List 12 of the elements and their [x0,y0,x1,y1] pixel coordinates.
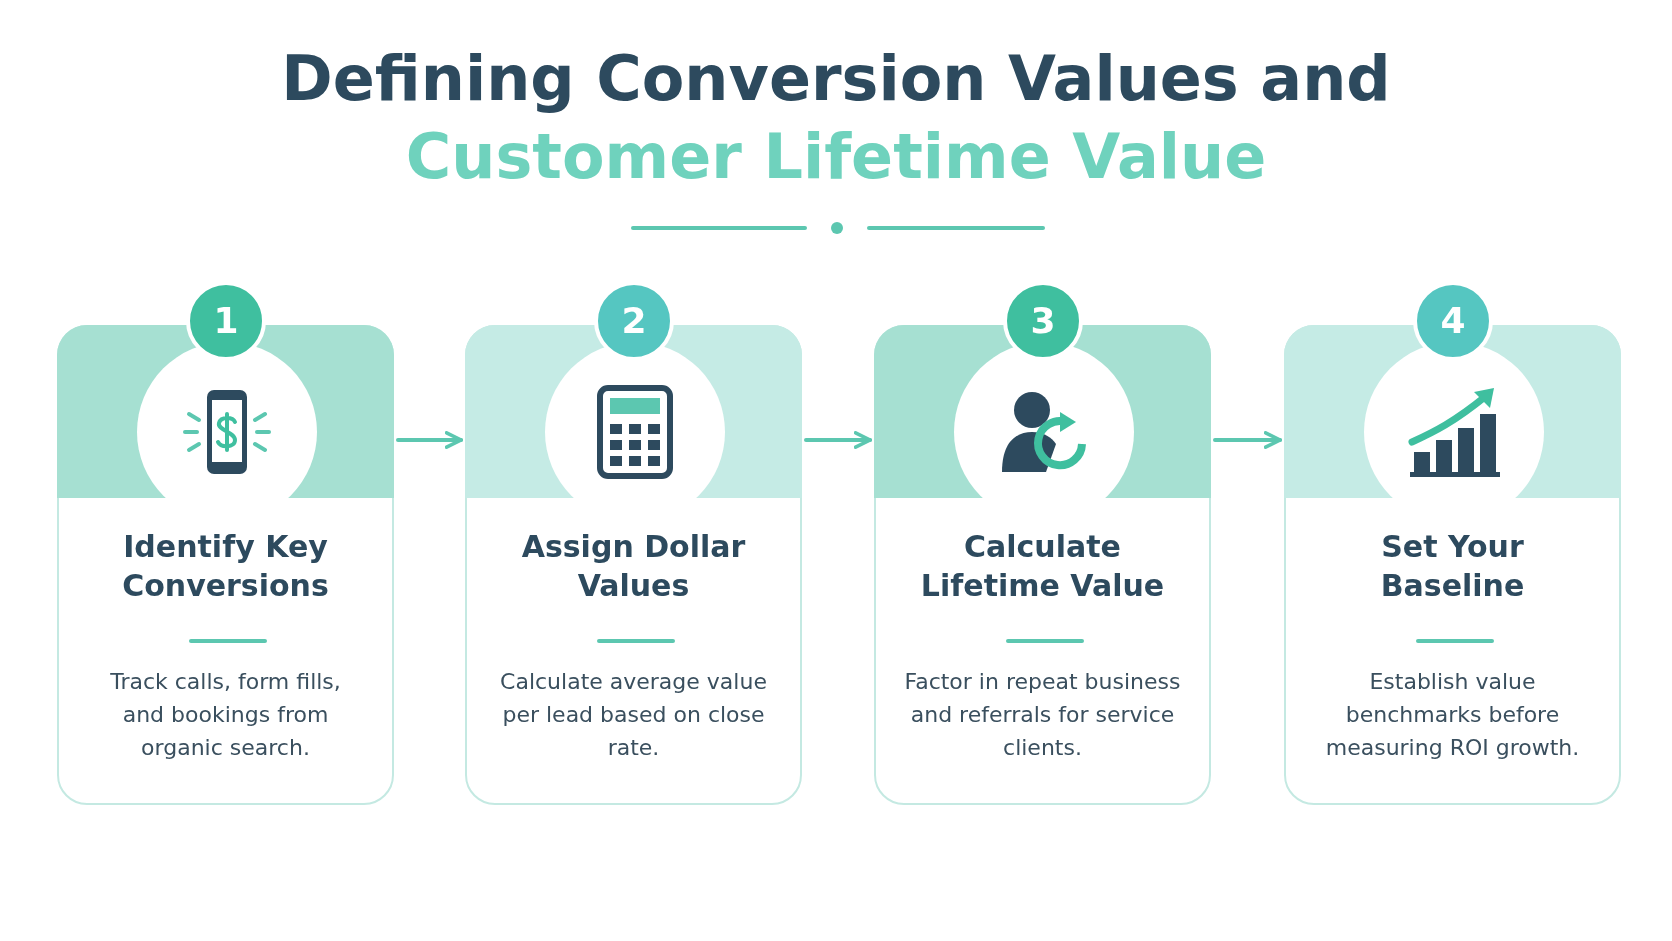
step-description: Factor in repeat business and referrals for service clients. [904,668,1181,762]
step-heading: Identify Key Conversions [121,528,330,605]
arrow [396,431,463,449]
step-description: Establish value benchmarks before measuring ROI growth. [1324,668,1581,762]
title: Defining Conversion Values and Customer Lifetime Value [280,41,1392,195]
step-heading: Set Your Baseline [1379,528,1526,605]
step-heading: Assign Dollar Values [520,528,747,605]
arrow [1213,431,1282,449]
step-description: Calculate average value per lead based on close rate. [499,668,768,762]
step-description: Track calls, form fills, and bookings from organic search. [109,668,342,762]
arrow [804,431,872,449]
step-heading: Calculate Lifetime Value [919,528,1166,605]
